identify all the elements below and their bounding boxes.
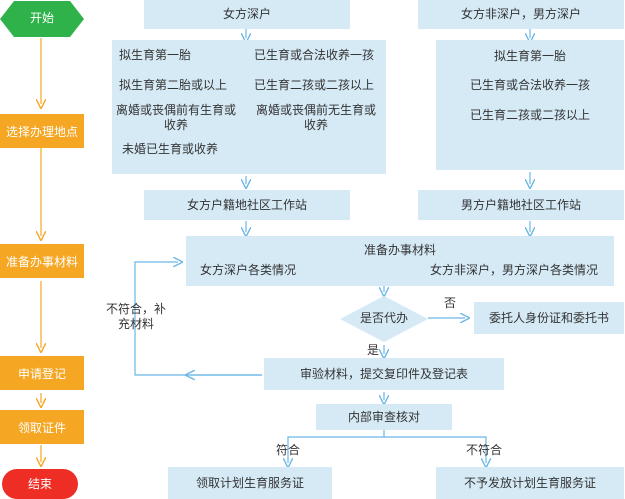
female-option-2: 已生育或合法收养一孩 xyxy=(254,48,375,62)
female-option-5: 离婚或丧偶前有生育或收养 xyxy=(116,103,237,132)
fail-result-box: 不予发放计划生育服务证 xyxy=(436,467,624,499)
step-collect-certificate: 领取证件 xyxy=(0,410,84,444)
female-option-6: 离婚或丧偶前无生育或收养 xyxy=(256,103,377,132)
male-option-3: 已生育二孩或二孩以上 xyxy=(469,108,590,122)
female-option-7: 未婚已生育或收养 xyxy=(122,142,219,156)
male-station: 男方户籍地社区工作站 xyxy=(418,190,624,220)
male-resident-title: 女方非深户，男方深户 xyxy=(418,0,624,29)
female-option-1: 拟生育第一胎 xyxy=(119,48,192,62)
submit-copies-box: 审验材料，提交复印件及登记表 xyxy=(264,358,504,390)
decision-yes-label: 是 xyxy=(367,343,380,357)
decision-no-label: 否 xyxy=(444,296,457,310)
female-station: 女方户籍地社区工作站 xyxy=(144,190,350,220)
prepare-left: 女方深户各类情况 xyxy=(200,263,297,277)
fail-label: 不符合 xyxy=(466,443,503,457)
male-option-2: 已生育或合法收养一孩 xyxy=(469,78,590,92)
step-choose-location: 选择办理地点 xyxy=(0,114,84,148)
reject-supplement-label: 不符合，补充材料 xyxy=(106,302,167,331)
female-resident-options xyxy=(112,40,386,174)
right-flow-arrows xyxy=(134,29,530,463)
female-option-3: 拟生育第二胎或以上 xyxy=(119,78,228,92)
start-label: 开始 xyxy=(29,11,54,25)
decision-diamond xyxy=(340,296,428,342)
female-resident-title: 女方深户 xyxy=(144,0,350,29)
start-node xyxy=(0,1,84,37)
decision-question: 是否代办 xyxy=(359,311,408,325)
female-option-4: 已生育二孩或二孩以上 xyxy=(254,78,375,92)
pass-label: 符合 xyxy=(276,443,301,457)
male-option-1: 拟生育第一胎 xyxy=(493,49,566,63)
end-label: 结束 xyxy=(27,477,52,491)
internal-review-box: 内部审查核对 xyxy=(316,404,452,430)
end-node xyxy=(2,469,78,499)
prepare-title: 准备办事材料 xyxy=(363,243,436,257)
step-apply-register: 申请登记 xyxy=(0,356,84,390)
pass-result-box: 领取计划生育服务证 xyxy=(168,467,332,499)
prepare-materials-box xyxy=(186,236,614,286)
step-prepare-materials: 准备办事材料 xyxy=(0,244,84,278)
prepare-right: 女方非深户，男方深户各类情况 xyxy=(430,263,599,277)
male-resident-options xyxy=(436,40,624,170)
proxy-documents: 委托人身份证和委托书 xyxy=(474,302,624,334)
